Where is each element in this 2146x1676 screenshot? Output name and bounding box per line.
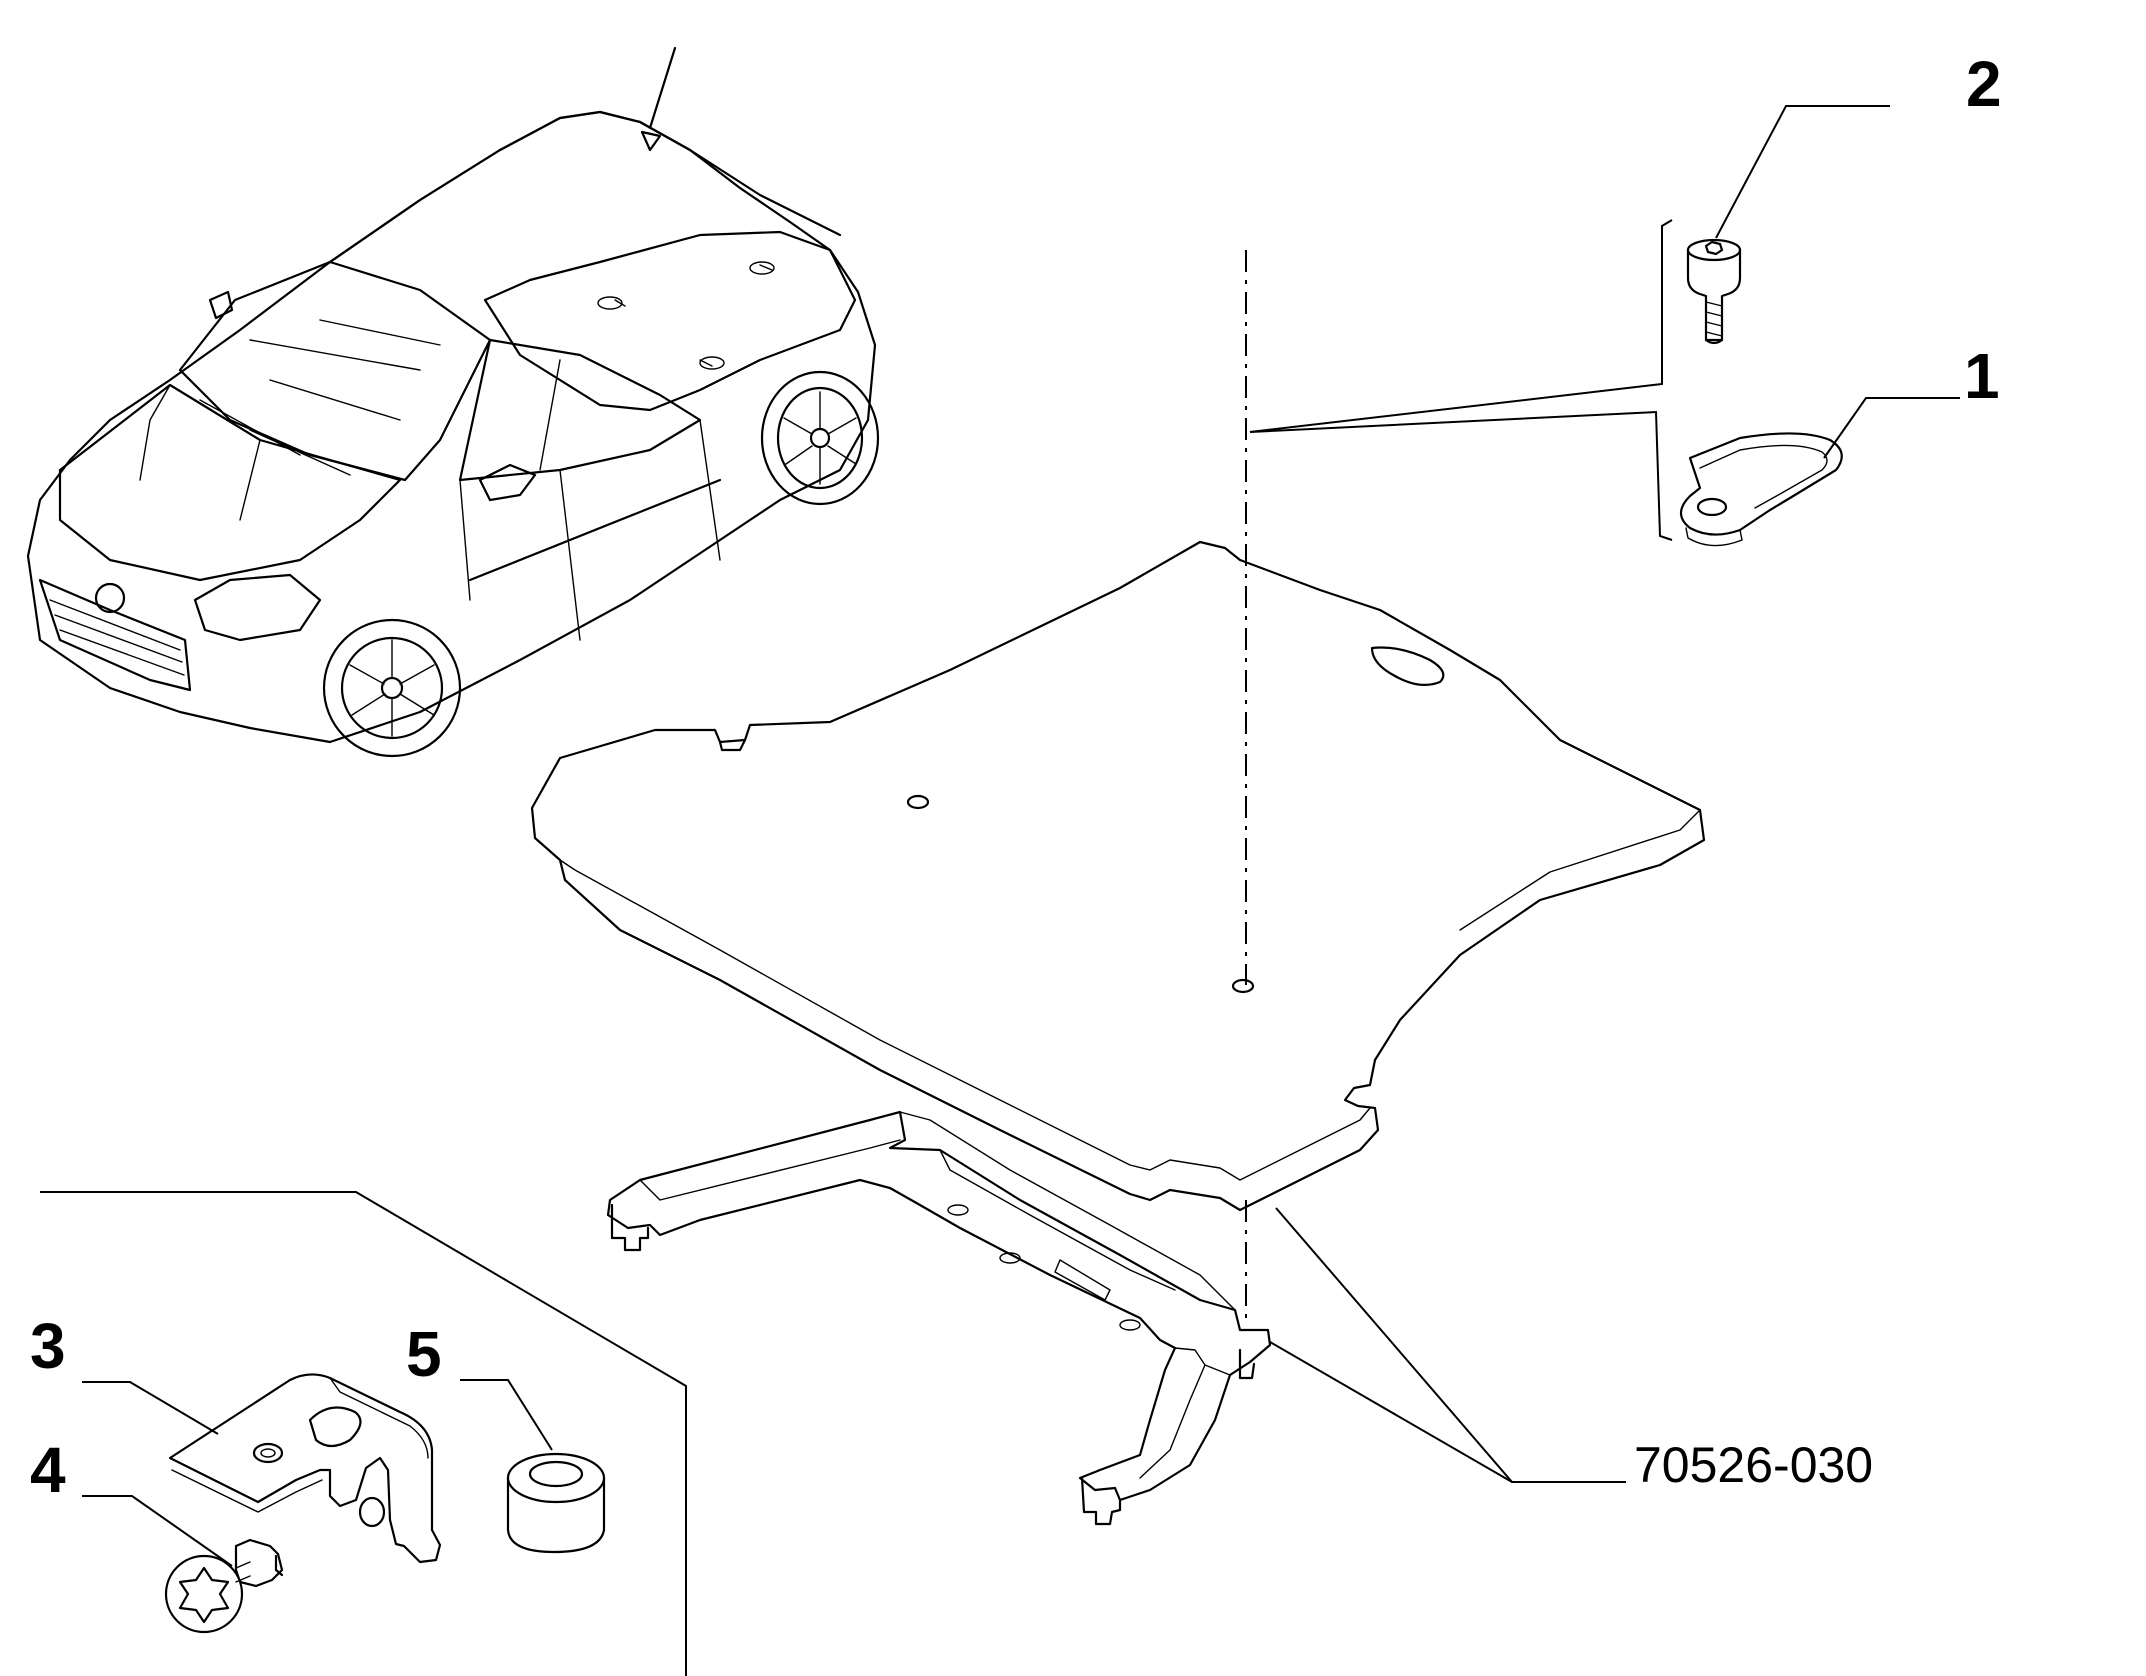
callout-1: 1 bbox=[1964, 340, 2000, 412]
part-2-shoulder-bolt bbox=[1686, 238, 1742, 345]
callout-5: 5 bbox=[406, 1318, 442, 1390]
part-5-spacer bbox=[506, 1452, 606, 1554]
part-4-torx-screw bbox=[164, 1538, 284, 1634]
callout-2: 2 bbox=[1966, 48, 2002, 120]
part-3-bracket bbox=[168, 1373, 442, 1564]
car-illustration bbox=[26, 46, 880, 758]
luggage-floor-panel bbox=[530, 540, 1706, 1212]
cross-member-bracket bbox=[606, 1110, 1272, 1526]
part-1-retainer-plate bbox=[1679, 432, 1843, 547]
leader-lines bbox=[40, 105, 1960, 1676]
callout-4: 4 bbox=[30, 1434, 66, 1506]
drawing-code: 70526-030 bbox=[1634, 1437, 1873, 1493]
callout-3: 3 bbox=[30, 1310, 66, 1382]
